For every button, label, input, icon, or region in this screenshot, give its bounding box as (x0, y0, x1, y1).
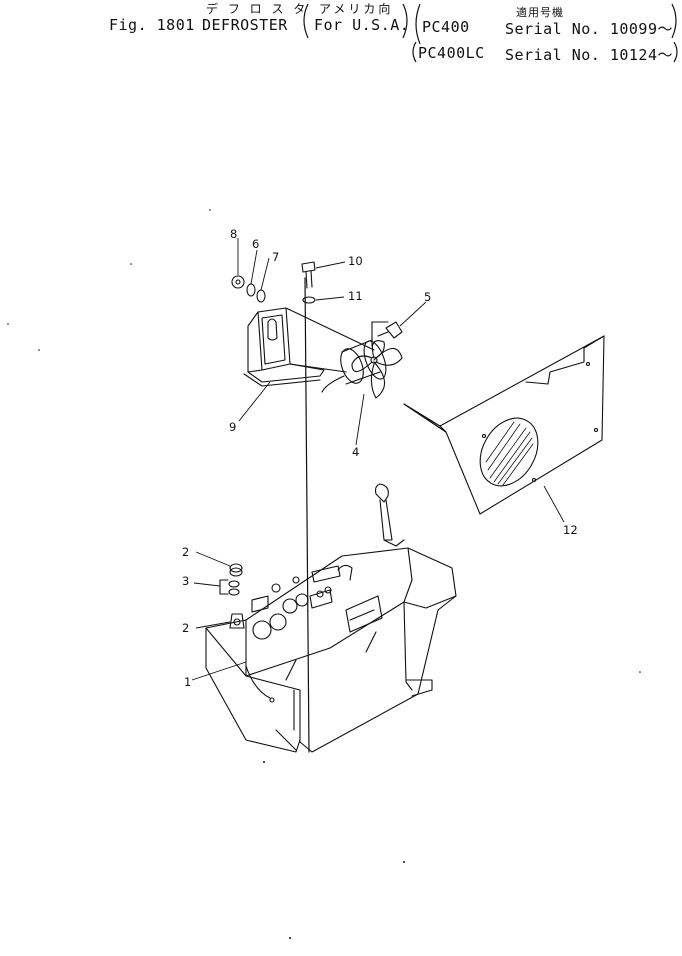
mounting-bracket (243, 307, 375, 387)
fig-label: Fig. 1801 (109, 16, 195, 34)
callout-7: 7 (272, 250, 279, 264)
washer-set-3 (219, 579, 240, 596)
callout-6: 6 (252, 237, 259, 251)
title-en: DEFROSTER (202, 16, 288, 34)
model-1: PC400 (422, 18, 470, 36)
serial-1: Serial No. 10099～ (505, 20, 673, 38)
washer-11 (302, 296, 316, 304)
bracket-right-1 (402, 3, 408, 39)
callout-11: 11 (348, 289, 363, 303)
bracket-right-2 (671, 3, 677, 39)
nut-2-upper (229, 563, 243, 577)
callout-1: 1 (184, 675, 191, 689)
title-jp: デ フ ロ ス タ (206, 2, 309, 16)
defroster-cover (403, 335, 605, 515)
callout-2-lower: 2 (182, 621, 189, 635)
callout-5: 5 (424, 290, 431, 304)
vertical-rod (304, 277, 310, 753)
washer-6 (246, 283, 256, 297)
bracket-left-2 (415, 3, 421, 45)
bolt-5 (377, 321, 403, 339)
callout-8: 8 (230, 227, 237, 241)
washer-7 (256, 289, 266, 303)
model-2: PC400LC (418, 44, 485, 62)
control-console (205, 483, 457, 753)
callout-10: 10 (348, 254, 363, 268)
callout-3: 3 (182, 574, 189, 588)
callout-4: 4 (352, 445, 359, 459)
nut-8 (231, 275, 245, 289)
bracket-right-3 (673, 41, 678, 63)
scan-specks (7, 209, 641, 939)
callouts: 1 2 2 3 4 5 6 7 8 9 10 11 12 (182, 227, 578, 689)
market-jp: アメリカ向 (319, 2, 394, 16)
bracket-left-1 (303, 3, 309, 39)
header-brackets (303, 3, 678, 63)
callout-12: 12 (563, 523, 578, 537)
applicability-jp: 適用号機 (516, 6, 564, 19)
callout-2-upper: 2 (182, 545, 189, 559)
market-en: For U.S.A. (314, 16, 410, 34)
serial-2: Serial No. 10124～ (505, 46, 673, 64)
bolt-10 (301, 261, 316, 289)
fan-motor (321, 321, 403, 399)
leader-lines (191, 238, 565, 681)
switch-2-lower (229, 613, 245, 629)
bracket-left-3 (412, 41, 417, 63)
callout-9: 9 (229, 420, 236, 434)
